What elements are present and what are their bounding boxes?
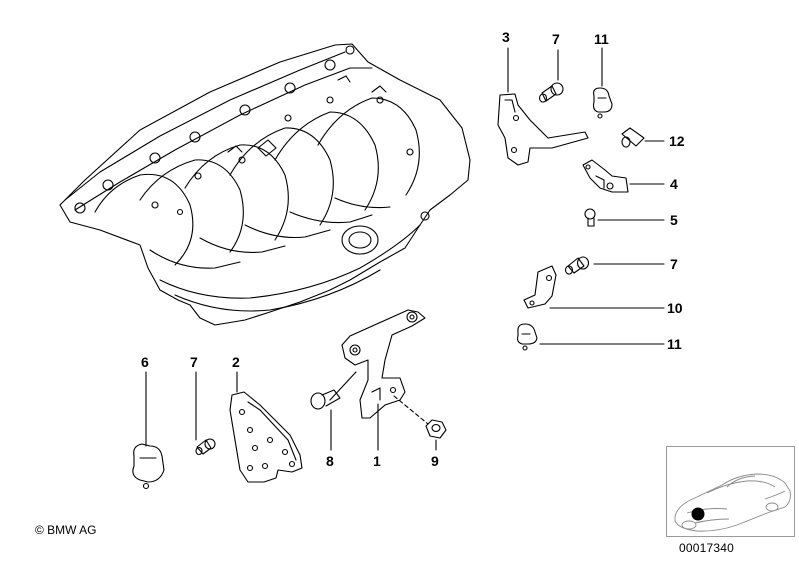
callout-4: 4 — [670, 176, 678, 192]
callout-6: 6 — [141, 354, 149, 370]
guide-8 — [329, 371, 357, 401]
part-3-bracket — [497, 93, 589, 166]
callout-8: 8 — [326, 453, 334, 469]
part-11-clip-top — [592, 87, 613, 119]
callout-12: 12 — [669, 133, 685, 149]
part-7-bolt-top — [538, 82, 564, 103]
callout-7-top: 7 — [552, 31, 560, 47]
callout-9: 9 — [431, 453, 439, 469]
intake-manifold — [59, 43, 471, 326]
callout-11-top: 11 — [594, 31, 609, 47]
part-8-bolt — [310, 389, 341, 410]
part-4-holder — [582, 159, 629, 193]
callout-7-mid: 7 — [670, 256, 678, 272]
dashed-guide-9 — [393, 395, 429, 425]
location-marker-icon — [691, 507, 705, 521]
vehicle-locator-thumbnail — [666, 446, 795, 537]
callout-5: 5 — [670, 212, 678, 228]
part-9-nut — [425, 419, 447, 439]
callout-11-mid: 11 — [667, 336, 682, 352]
part-10-bracket — [523, 265, 557, 309]
part-7-bolt-bottom — [195, 438, 216, 456]
part-7-bolt-mid — [564, 256, 590, 275]
part-5-screw — [584, 208, 596, 227]
copyright-text: © BMW AG — [35, 523, 97, 537]
part-11-clip-mid — [516, 323, 538, 351]
callout-3: 3 — [502, 29, 510, 45]
car-outline-icon — [674, 473, 791, 532]
callout-10: 10 — [667, 300, 683, 316]
callout-2: 2 — [232, 354, 240, 370]
part-12-sleeve — [621, 127, 645, 148]
part-1-bracket — [341, 309, 426, 419]
callout-1: 1 — [373, 453, 381, 469]
diagram-number: 00017340 — [679, 541, 734, 555]
part-2-plate — [229, 391, 303, 483]
callout-7-bottom: 7 — [190, 354, 198, 370]
part-6-clip — [132, 443, 165, 490]
